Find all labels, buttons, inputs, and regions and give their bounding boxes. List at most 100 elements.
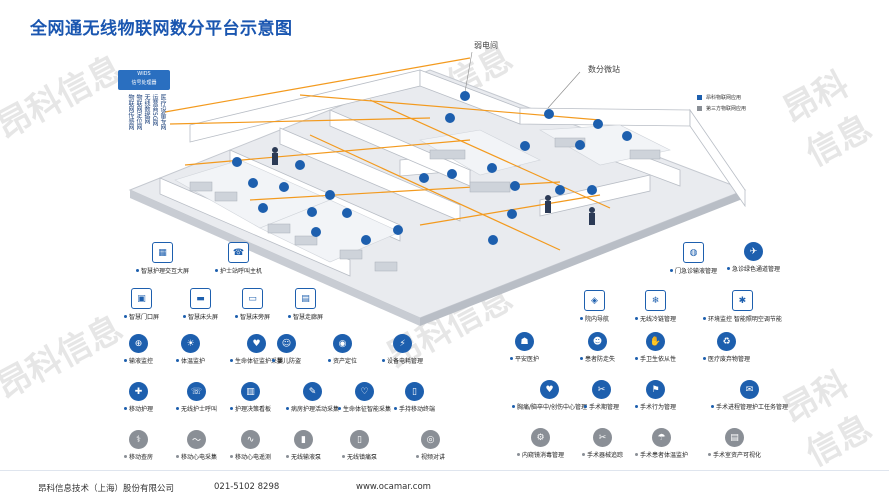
- category-dot: [512, 405, 515, 408]
- right-app-label-text: 胸痛/脑卒中/创伤中心管理: [517, 404, 588, 411]
- right-app-label: 患者防走失: [580, 354, 615, 363]
- right-app-item[interactable]: ♻医疗废弃物管理: [703, 332, 750, 363]
- footer-web[interactable]: www.ocamar.com: [356, 482, 431, 492]
- right-app-item[interactable]: ✂手术期管理: [584, 380, 619, 411]
- left-app-label-text: 病房护理活动采集: [291, 406, 340, 413]
- wids-sublabel: 信号处理器: [131, 80, 157, 86]
- left-app-label-text: 婴儿防盗: [277, 358, 302, 365]
- wall: [279, 127, 461, 222]
- right-app-item[interactable]: ◍门急诊输液管理: [670, 242, 717, 275]
- bed: [214, 191, 238, 202]
- right-app-item[interactable]: ✱环境监控 智能照明空调节能: [703, 290, 782, 323]
- location-pin: [488, 235, 498, 245]
- left-app-label: 无线输液泵: [286, 452, 321, 461]
- wall: [689, 108, 746, 208]
- network-line: [169, 117, 431, 125]
- network-label: 运营商5G网: [151, 94, 158, 127]
- right-app-item[interactable]: ✉手术进程管理护工任务管理: [711, 380, 788, 411]
- right-app-label-text: 急诊绿色通道管理: [732, 266, 781, 273]
- category-dot: [635, 405, 638, 408]
- left-app-label: 婴儿防盗: [272, 356, 301, 365]
- right-app-icon: ⚑: [646, 380, 665, 399]
- left-app-icon: ☀: [181, 334, 200, 353]
- left-app-icon: ◉: [333, 334, 352, 353]
- left-app-item[interactable]: ☏无线护士呼叫: [176, 382, 217, 413]
- left-app-item[interactable]: ☺ 婴儿防盗: [272, 334, 301, 365]
- footer-phone: 021-5102 8298: [214, 482, 280, 492]
- left-app-item[interactable]: ☎护士站呼叫主机: [215, 242, 262, 275]
- right-app-item[interactable]: ☂手术患者体温监护: [635, 428, 688, 459]
- left-app-label: 智慧门口屏: [124, 312, 159, 321]
- left-app-item[interactable]: ◉资产定位: [328, 334, 357, 365]
- right-app-label-text: 手术器械追踪: [587, 452, 624, 459]
- left-app-item[interactable]: ▮无线输液泵: [286, 430, 321, 461]
- left-app-label-text: 智慧护理交互大屏: [141, 268, 190, 275]
- right-app-item[interactable]: ✈急诊绿色通道管理: [727, 242, 780, 273]
- right-app-item[interactable]: ☗平安医护: [510, 332, 539, 363]
- right-app-item[interactable]: ⚙内窥镜消毒管理: [517, 428, 564, 459]
- left-app-item[interactable]: ◎视频对讲: [416, 430, 445, 461]
- left-app-item[interactable]: ♥生命体征监护采集: [230, 334, 283, 365]
- left-app-icon: ∿: [241, 430, 260, 449]
- location-pin: [248, 178, 258, 188]
- person: [589, 213, 595, 225]
- right-app-item[interactable]: ⚑手术行为管理: [635, 380, 676, 411]
- left-app-icon: ▣: [131, 288, 152, 309]
- left-app-item[interactable]: ▭智慧床旁屏: [235, 288, 270, 321]
- desk: [469, 181, 511, 193]
- right-app-item[interactable]: ✋手卫生依从性: [635, 332, 676, 363]
- location-pin: [311, 227, 321, 237]
- left-app-icon: ⚕: [129, 430, 148, 449]
- location-pin: [393, 225, 403, 235]
- right-app-item[interactable]: ✂手术器械追踪: [582, 428, 623, 459]
- network-label: 物联网传感网: [127, 94, 134, 130]
- location-pin: [279, 182, 289, 192]
- left-app-item[interactable]: ▬智慧床头屏: [183, 288, 218, 321]
- location-pin: [307, 207, 317, 217]
- left-app-item[interactable]: ▤智慧走廊屏: [288, 288, 323, 321]
- left-app-item[interactable]: ▥护理决策看板: [230, 382, 271, 413]
- left-app-item[interactable]: ⊕输液监控: [124, 334, 153, 365]
- bed: [267, 223, 291, 234]
- left-app-label-text: 手持移动终端: [399, 406, 436, 413]
- left-app-item[interactable]: ▯手持移动终端: [394, 382, 435, 413]
- person: [272, 153, 278, 165]
- left-app-item[interactable]: ▦智慧护理交互大屏: [136, 242, 189, 275]
- right-app-item[interactable]: ☻患者防走失: [580, 332, 615, 363]
- person: [272, 147, 278, 153]
- category-dot: [136, 269, 139, 272]
- location-pin: [325, 190, 335, 200]
- right-app-label: 院内导航: [580, 314, 609, 323]
- left-app-icon: ☺: [277, 334, 296, 353]
- left-app-label: 移动心电遥测: [230, 452, 271, 461]
- left-app-item[interactable]: ♡生命体征智能采集: [338, 382, 391, 413]
- left-app-item[interactable]: ✎病房护理活动采集: [286, 382, 339, 413]
- left-app-item[interactable]: ⚕ 移动查房: [124, 430, 153, 461]
- left-app-item[interactable]: ▣ 智慧门口屏: [124, 288, 159, 321]
- person: [545, 201, 551, 213]
- left-app-label-text: 移动查房: [129, 454, 154, 461]
- left-app-item[interactable]: ⚡设备电耗管理: [382, 334, 423, 365]
- left-app-label-text: 移动心电遥测: [235, 454, 272, 461]
- right-app-item[interactable]: ♥胸痛/脑卒中/创伤中心管理: [512, 380, 587, 411]
- category-dot: [703, 357, 706, 360]
- right-app-label-text: 手术期管理: [589, 404, 620, 411]
- category-dot: [176, 455, 179, 458]
- left-app-item[interactable]: ☀体温监护: [176, 334, 205, 365]
- left-app-item[interactable]: ∿ 移动心电遥测: [230, 430, 271, 461]
- category-dot: [183, 315, 186, 318]
- location-pin: [510, 181, 520, 191]
- location-pin: [295, 160, 305, 170]
- left-app-item[interactable]: 〜移动心电采集: [176, 430, 217, 461]
- right-app-item[interactable]: ❄无线冷链管理: [635, 290, 676, 323]
- right-app-item[interactable]: ◈院内导航: [580, 290, 609, 323]
- left-app-item[interactable]: ✚移动护理: [124, 382, 153, 413]
- left-app-label: 护理决策看板: [230, 404, 271, 413]
- left-app-item[interactable]: ▯无线镇痛泵: [342, 430, 377, 461]
- left-app-label-text: 智慧走廊屏: [293, 314, 324, 321]
- right-app-item[interactable]: ▤手术室资产可视化: [708, 428, 761, 459]
- left-app-icon: ▯: [350, 430, 369, 449]
- right-app-label: 手术室资产可视化: [708, 450, 761, 459]
- right-app-label: 急诊绿色通道管理: [727, 264, 780, 273]
- left-app-label-text: 智慧床旁屏: [240, 314, 271, 321]
